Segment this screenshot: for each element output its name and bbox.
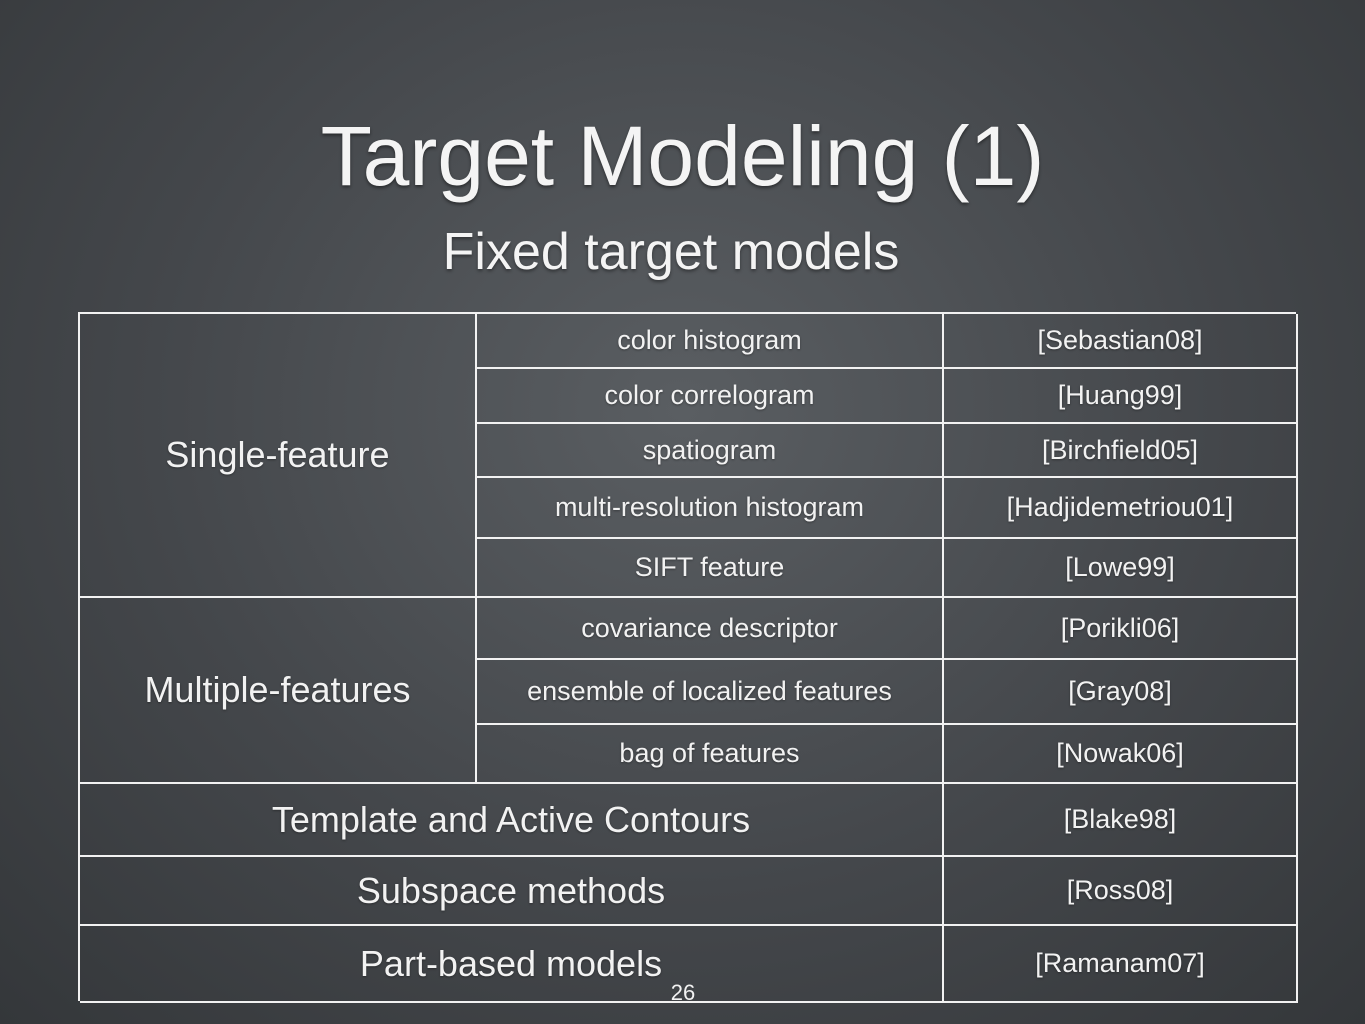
- feature-cell: color histogram: [477, 314, 944, 369]
- feature-cell: bag of features: [477, 725, 944, 784]
- reference-cell: [Huang99]: [944, 369, 1298, 424]
- reference-cell: [Sebastian08]: [944, 314, 1298, 369]
- feature-cell: multi-resolution histogram: [477, 478, 944, 539]
- feature-cell: ensemble of localized features: [477, 660, 944, 725]
- reference-cell: [Ross08]: [944, 857, 1298, 926]
- group-multiple-features: Multiple-features: [80, 598, 477, 784]
- reference-cell: [Hadjidemetriou01]: [944, 478, 1298, 539]
- reference-cell: [Blake98]: [944, 784, 1298, 857]
- reference-cell: [Gray08]: [944, 660, 1298, 725]
- slide-title: Target Modeling (1): [320, 109, 1045, 203]
- target-models-table: Single-feature Multiple-features color h…: [78, 312, 1298, 1003]
- feature-cell: color correlogram: [477, 369, 944, 424]
- slide-subtitle: Fixed target models: [442, 223, 900, 281]
- reference-cell: [Porikli06]: [944, 598, 1298, 660]
- feature-cell: SIFT feature: [477, 539, 944, 598]
- page-number: 26: [670, 980, 696, 1005]
- group-part-based-models: Part-based models: [80, 926, 944, 1003]
- group-single-feature: Single-feature: [80, 314, 477, 598]
- reference-cell: [Nowak06]: [944, 725, 1298, 784]
- feature-cell: spatiogram: [477, 424, 944, 478]
- group-template-active-contours: Template and Active Contours: [80, 784, 944, 857]
- reference-cell: [Birchfield05]: [944, 424, 1298, 478]
- group-subspace-methods: Subspace methods: [80, 857, 944, 926]
- reference-cell: [Lowe99]: [944, 539, 1298, 598]
- reference-cell: [Ramanam07]: [944, 926, 1298, 1003]
- feature-cell: covariance descriptor: [477, 598, 944, 660]
